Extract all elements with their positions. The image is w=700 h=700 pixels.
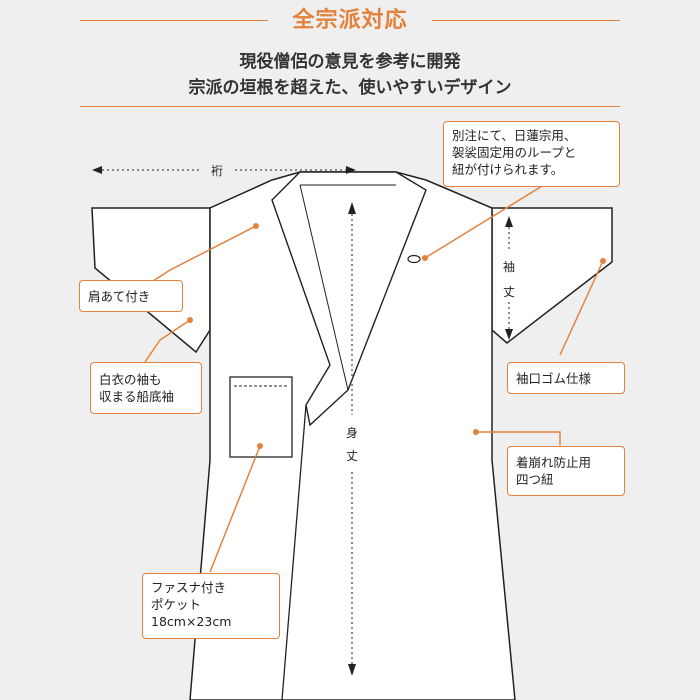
callout-pocket: ファスナ付き ポケット 18cm×23cm [142, 573, 280, 639]
subtitle-line-2: 宗派の垣根を超えた、使いやすいデザイン [188, 78, 512, 98]
leader-cuff [559, 260, 604, 356]
title-rule-right [432, 20, 620, 21]
callout-cuff: 袖口ゴム仕様 [507, 362, 625, 394]
mitake-label-1: 身 [346, 426, 359, 440]
callout-sleeve-bottom-line-1: 白衣の袖も [99, 372, 162, 387]
callout-pocket-line-1: ファスナ付き [151, 580, 227, 595]
leader-pocket [209, 445, 261, 573]
callout-cuff-line-1: 袖口ゴム仕様 [516, 371, 592, 386]
loop-mark [407, 254, 421, 264]
collar-fold [299, 184, 349, 391]
leader-loop [424, 174, 561, 259]
callout-ties-line-2: 四つ紐 [516, 472, 554, 487]
mitake-dimension [348, 202, 356, 676]
callout-pocket-line-2: ポケット [151, 597, 202, 612]
page-title: 全宗派対応 [292, 8, 408, 33]
leader-sleeve-bottom [144, 319, 191, 363]
sodetake-label-1: 袖 [503, 260, 516, 274]
leader-lines [144, 174, 604, 573]
sodetake-dimension [505, 216, 513, 340]
callout-loop-line-1: 別注にて、日蓮宗用、 [452, 128, 577, 143]
callout-sleeve-bottom-line-2: 収まる船底袖 [99, 389, 175, 404]
sodetake-label-2: 丈 [503, 285, 516, 299]
leader-ties [476, 431, 561, 445]
callout-loop-line-3: 紐が付けられます。 [452, 162, 564, 177]
sleeve-right [491, 207, 613, 344]
mitake-label-2: 丈 [346, 449, 359, 463]
callout-loop-line-2: 袈裟固定用のループと [452, 145, 577, 160]
callout-loop: 別注にて、日蓮宗用、 袈裟固定用のループと 紐が付けられます。 [443, 121, 620, 187]
callout-pocket-line-3: 18cm×23cm [151, 614, 232, 629]
leader-dots [187, 223, 606, 449]
title-rule-left [80, 20, 268, 21]
callout-ties: 着崩れ防止用 四つ紐 [507, 446, 625, 496]
callout-sleeve-bottom: 白衣の袖も 収まる船底袖 [90, 362, 202, 414]
callout-shoulder: 肩あて付き [79, 280, 183, 312]
leader-shoulder [149, 225, 257, 284]
subtitle-line-1: 現役僧侶の意見を参考に開発 [239, 52, 461, 72]
header-divider [80, 106, 620, 107]
yuki-dimension [92, 166, 356, 174]
yuki-label: 裄 [211, 164, 224, 178]
callout-shoulder-line-1: 肩あて付き [88, 289, 151, 304]
callout-ties-line-1: 着崩れ防止用 [516, 455, 592, 470]
front-panel-edge [281, 404, 307, 700]
